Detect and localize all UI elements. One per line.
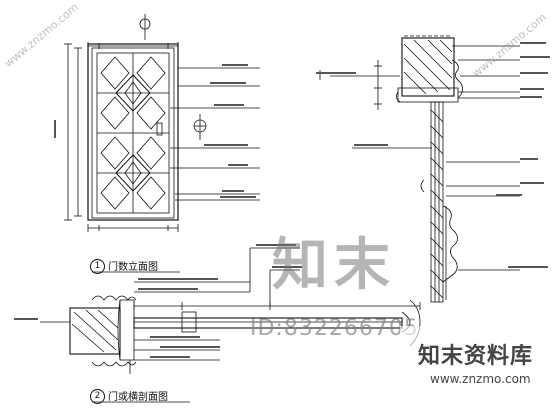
- door-horizontal-section: [40, 247, 421, 374]
- annotation-marks: [14, 42, 550, 358]
- watermark-id: ID:832266705: [250, 316, 419, 341]
- view-number-section: 2: [90, 389, 105, 404]
- watermark-brand: 知末资料库: [418, 344, 534, 369]
- watermark-logo-text: 知末: [272, 233, 396, 298]
- door-elevation: [64, 14, 260, 232]
- watermark-url: www.znzmo.com: [430, 372, 531, 386]
- view-title-section: 门或横剖面图: [108, 392, 168, 403]
- brand-badge-bg: [400, 326, 560, 420]
- view-title-elevation: 门数立面图: [108, 262, 158, 273]
- door-vertical-section: [319, 35, 520, 303]
- view-number-elevation: 1: [90, 259, 105, 274]
